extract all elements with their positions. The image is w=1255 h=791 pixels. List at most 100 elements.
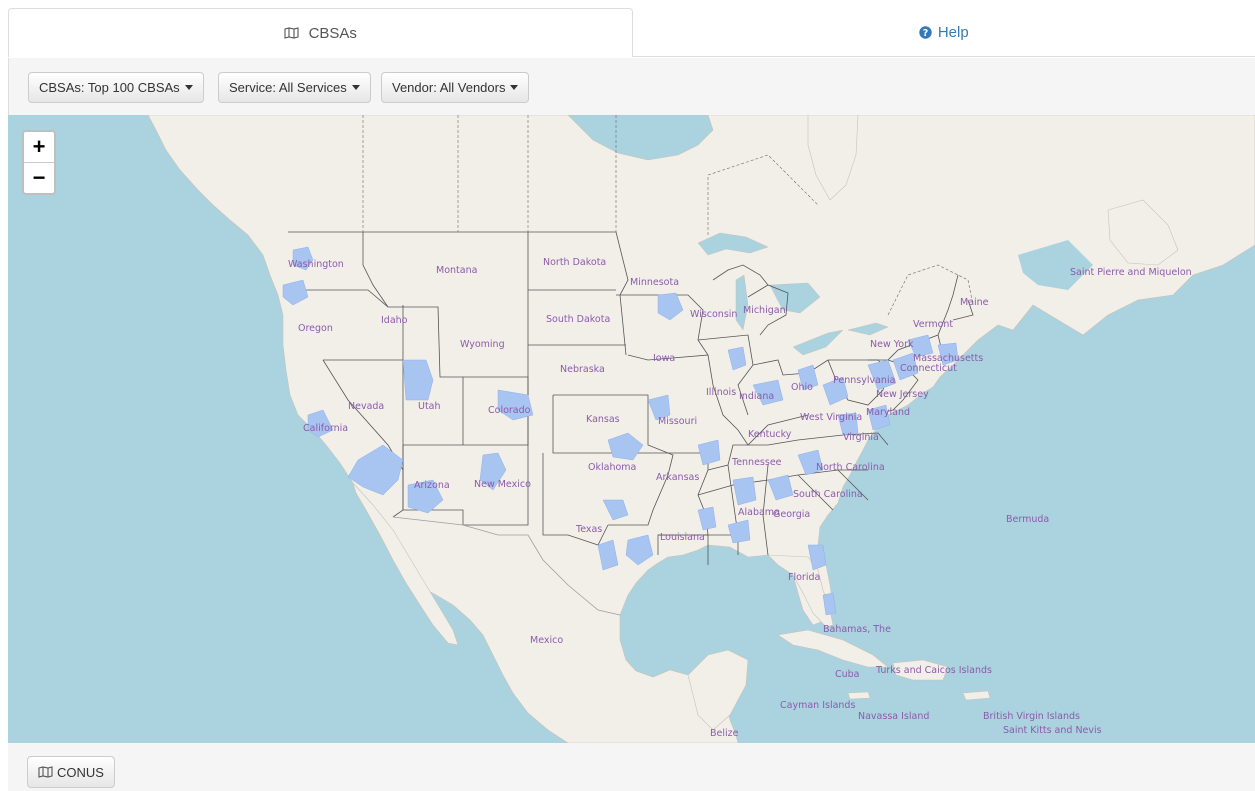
label-missouri: Missouri <box>658 416 697 427</box>
land-cuba <box>777 629 889 668</box>
tab-help[interactable]: ? Help <box>632 8 1255 57</box>
label-oregon: Oregon <box>298 323 333 334</box>
water-lake-superior <box>697 232 769 256</box>
label-utah: Utah <box>418 401 441 412</box>
label-belize: Belize <box>710 728 739 739</box>
land-puerto-rico <box>962 690 991 701</box>
label-new-jersey: New Jersey <box>876 389 929 400</box>
tab-cbsas-label: CBSAs <box>308 24 357 42</box>
vendor-dropdown-button[interactable]: Vendor: All Vendors <box>381 72 530 103</box>
water-lake-michigan <box>735 274 749 331</box>
label-montana: Montana <box>436 265 477 276</box>
water-lake-ontario <box>847 322 889 336</box>
label-tennessee: Tennessee <box>731 457 782 468</box>
label-illinois: Illinois <box>706 387 736 398</box>
label-south-dakota: South Dakota <box>546 314 610 325</box>
tab-help-label: Help <box>937 23 969 41</box>
mexico-border <box>392 516 621 616</box>
label-west-virginia: West Virginia <box>800 412 862 423</box>
label-kentucky: Kentucky <box>748 429 792 440</box>
cbsa-dropdown-label: CBSAs: Top 100 CBSAs <box>39 80 180 95</box>
svg-text:?: ? <box>923 28 929 39</box>
map-canvas: Washington Montana North Dakota Minnesot… <box>147 115 1255 743</box>
label-washington: Washington <box>288 259 344 270</box>
caret-down-icon <box>351 85 360 90</box>
label-alabama: Alabama <box>738 507 780 518</box>
label-wisconsin: Wisconsin <box>690 309 737 320</box>
label-pennsylvania: Pennsylvania <box>833 375 895 386</box>
zoom-control: + − <box>22 130 56 195</box>
service-dropdown-label: Service: All Services <box>229 80 347 95</box>
label-navassa: Navassa Island <box>858 711 929 722</box>
land-hispaniola <box>892 659 949 681</box>
map-labels: Washington Montana North Dakota Minnesot… <box>288 257 1192 739</box>
label-arkansas: Arkansas <box>656 472 699 483</box>
conus-button-label: CONUS <box>57 764 104 780</box>
land-greenland <box>807 115 859 201</box>
label-new-mexico: New Mexico <box>474 479 531 490</box>
label-maine: Maine <box>960 297 989 308</box>
label-florida: Florida <box>788 572 820 583</box>
label-mexico: Mexico <box>530 635 563 646</box>
label-indiana: Indiana <box>739 391 774 402</box>
label-iowa: Iowa <box>653 353 675 364</box>
label-arizona: Arizona <box>414 480 450 491</box>
label-ohio: Ohio <box>791 382 813 393</box>
map-icon <box>38 766 53 778</box>
caret-down-icon <box>184 85 193 90</box>
label-california: California <box>303 423 348 434</box>
label-north-carolina: North Carolina <box>816 462 885 473</box>
conus-button[interactable]: CONUS <box>27 756 115 788</box>
land-yucatan <box>687 649 749 731</box>
label-st-pierre: Saint Pierre and Miquelon <box>1070 267 1192 278</box>
tab-bar: CBSAs ? Help <box>8 8 1255 57</box>
label-south-carolina: South Carolina <box>793 489 863 500</box>
label-louisiana: Louisiana <box>660 532 705 543</box>
service-dropdown-button[interactable]: Service: All Services <box>218 72 371 103</box>
label-virginia: Virginia <box>843 432 879 443</box>
label-georgia: Georgia <box>773 509 810 520</box>
cbsa-regions <box>282 246 959 616</box>
caret-down-icon <box>510 85 519 90</box>
label-turks-caicos: Turks and Caicos Islands <box>875 665 992 676</box>
vendor-dropdown-label: Vendor: All Vendors <box>392 80 506 95</box>
zoom-in-button[interactable]: + <box>24 132 54 163</box>
label-michigan: Michigan <box>743 305 786 316</box>
label-cayman: Cayman Islands <box>780 700 855 711</box>
water-lake-erie <box>792 329 844 356</box>
label-nebraska: Nebraska <box>560 364 605 375</box>
label-vermont: Vermont <box>913 319 953 330</box>
label-oklahoma: Oklahoma <box>588 462 636 473</box>
label-wyoming: Wyoming <box>460 339 505 350</box>
label-maryland: Maryland <box>866 407 910 418</box>
province-borders <box>362 115 974 316</box>
label-st-kitts: Saint Kitts and Nevis <box>1003 725 1102 736</box>
cbsa-dropdown-button[interactable]: CBSAs: Top 100 CBSAs <box>28 72 204 103</box>
footer-bar: CONUS <box>8 743 1255 791</box>
question-circle-icon: ? <box>919 25 932 39</box>
zoom-out-button[interactable]: − <box>32 165 46 190</box>
label-new-york: New York <box>870 339 914 350</box>
land-jamaica <box>847 691 871 700</box>
land-baja-california <box>352 482 459 646</box>
label-cuba: Cuba <box>835 669 860 680</box>
filter-toolbar: CBSAs: Top 100 CBSAs Service: All Servic… <box>8 58 1255 115</box>
label-bahamas: Bahamas, The <box>823 624 891 635</box>
water-hudson-bay <box>567 115 714 161</box>
water-gulf-st-lawrence <box>1018 240 1093 290</box>
label-nevada: Nevada <box>348 401 384 412</box>
map-icon <box>284 27 299 39</box>
label-texas: Texas <box>575 524 602 535</box>
label-minnesota: Minnesota <box>630 277 679 288</box>
label-massachusetts: Massachusetts <box>913 353 983 364</box>
label-connecticut: Connecticut <box>900 363 957 374</box>
label-bvi: British Virgin Islands <box>983 711 1080 722</box>
land-newfoundland <box>1107 199 1179 266</box>
label-kansas: Kansas <box>586 414 620 425</box>
tab-cbsas[interactable]: CBSAs <box>8 8 633 57</box>
label-idaho: Idaho <box>381 315 408 326</box>
label-bermuda: Bermuda <box>1006 514 1049 525</box>
map-view[interactable]: Washington Montana North Dakota Minnesot… <box>8 115 1255 743</box>
label-colorado: Colorado <box>488 405 531 416</box>
label-north-dakota: North Dakota <box>543 257 606 268</box>
